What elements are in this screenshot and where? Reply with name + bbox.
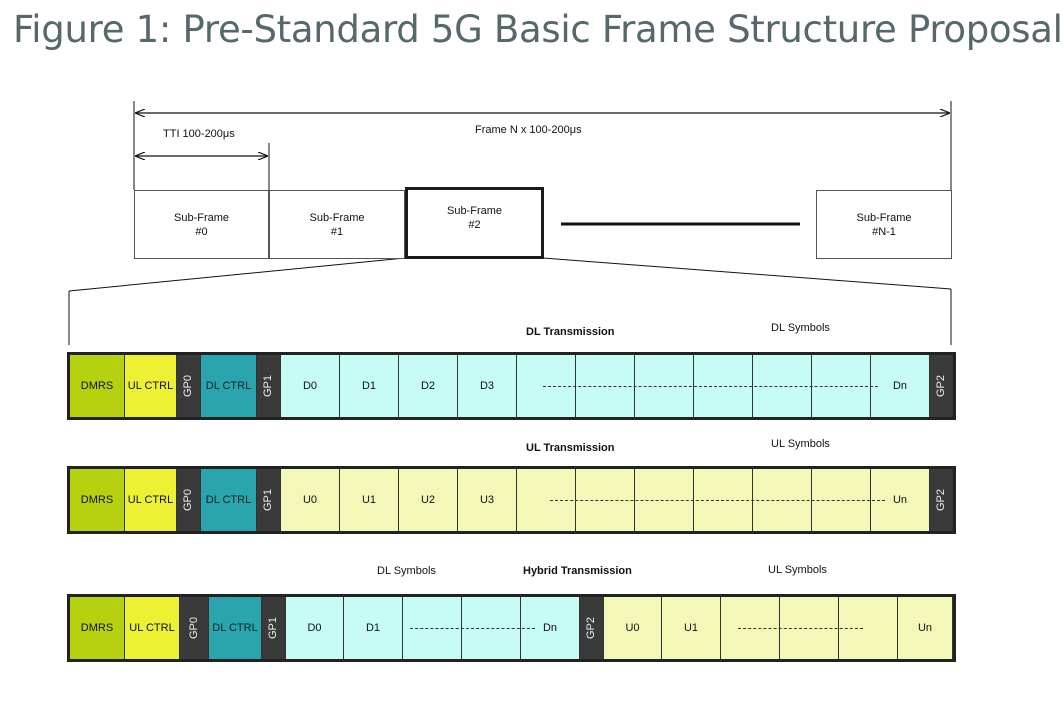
hybrid-ul-symbol-un: Un bbox=[898, 597, 953, 659]
hybrid-row-heading: Hybrid Transmission bbox=[523, 565, 632, 577]
ul-gp0-label: GP0 bbox=[182, 488, 195, 512]
subframe-0-title: Sub-Frame bbox=[173, 211, 230, 224]
ul-symbol-u3: U3 bbox=[458, 469, 517, 531]
ul-gp0-cell: GP0 bbox=[177, 469, 201, 531]
ul-gp2-cell: GP2 bbox=[930, 469, 953, 531]
ul-symbol-u2: U2 bbox=[399, 469, 458, 531]
zoom-line-left bbox=[68, 257, 406, 292]
ul-continuation-dash bbox=[550, 500, 885, 501]
dl-ul-ctrl-cell: UL CTRL bbox=[125, 355, 177, 417]
hybrid-ul-symbols-label: UL Symbols bbox=[768, 564, 827, 576]
figure-title: Figure 1: Pre-Standard 5G Basic Frame St… bbox=[13, 8, 1063, 51]
hybrid-ul-symbol-u1: U1 bbox=[662, 597, 721, 659]
subframe-1-title: Sub-Frame bbox=[309, 211, 365, 224]
ul-symbols-label: UL Symbols bbox=[771, 438, 830, 450]
dl-symbol-dn: Dn bbox=[871, 355, 930, 417]
hybrid-dl-symbols-label: DL Symbols bbox=[377, 565, 436, 577]
hybrid-gp1-label: GP1 bbox=[267, 616, 280, 640]
ul-ul-ctrl-cell: UL CTRL bbox=[125, 469, 177, 531]
subframe-1: Sub-Frame#1 bbox=[269, 190, 405, 259]
frame-dimension-lines bbox=[68, 101, 952, 345]
dl-dmrs-cell: DMRS bbox=[70, 355, 125, 417]
hybrid-gp0-cell: GP0 bbox=[180, 597, 209, 659]
subframe-n-1: Sub-Frame#N-1 bbox=[816, 190, 952, 259]
hybrid-ul-symbol-u0: U0 bbox=[604, 597, 662, 659]
hybrid-dl-continuation-dash bbox=[410, 628, 535, 629]
dl-gp2-label: GP2 bbox=[935, 374, 948, 398]
dl-gp0-cell: GP0 bbox=[177, 355, 201, 417]
hybrid-gp1-cell: GP1 bbox=[262, 597, 286, 659]
tti-label: TTI 100-200μs bbox=[163, 128, 235, 140]
subframe-n-1-title: Sub-Frame bbox=[856, 211, 912, 224]
hybrid-dl-symbol-d0: D0 bbox=[286, 597, 344, 659]
hybrid-dl-symbol-d1: D1 bbox=[344, 597, 403, 659]
dl-symbol-d2: D2 bbox=[399, 355, 458, 417]
hybrid-dl-ctrl-cell: DL CTRL bbox=[209, 597, 262, 659]
dl-dl-ctrl-cell: DL CTRL bbox=[201, 355, 257, 417]
hybrid-gp2-cell: GP2 bbox=[580, 597, 604, 659]
ul-symbol-u0: U0 bbox=[281, 469, 340, 531]
dl-symbols-label: DL Symbols bbox=[771, 322, 830, 334]
dl-row-heading: DL Transmission bbox=[526, 326, 615, 338]
dl-continuation-dash bbox=[543, 386, 878, 387]
hybrid-dmrs-cell: DMRS bbox=[70, 597, 125, 659]
subframe-n-1-index: #N-1 bbox=[872, 225, 896, 238]
subframe-0-index: #0 bbox=[195, 225, 208, 238]
subframe-1-index: #1 bbox=[330, 225, 344, 238]
dl-gp0-label: GP0 bbox=[182, 374, 195, 398]
hybrid-transmission-row: DMRS UL CTRL GP0 DL CTRL GP1 D0 D1 Dn GP… bbox=[67, 594, 956, 662]
ul-gp1-cell: GP1 bbox=[257, 469, 281, 531]
subframe-2-index: #2 bbox=[468, 219, 481, 231]
ul-dmrs-cell: DMRS bbox=[70, 469, 125, 531]
ul-gp1-label: GP1 bbox=[262, 488, 275, 512]
ul-gp2-label: GP2 bbox=[935, 488, 948, 512]
ul-transmission-row: DMRS UL CTRL GP0 DL CTRL GP1 U0 U1 U2 U3… bbox=[67, 466, 956, 534]
dl-symbol-d3: D3 bbox=[458, 355, 517, 417]
ul-symbol-u1: U1 bbox=[340, 469, 399, 531]
dl-symbol-d0: D0 bbox=[281, 355, 340, 417]
dl-gp1-cell: GP1 bbox=[257, 355, 281, 417]
subframe-0: Sub-Frame#0 bbox=[134, 190, 269, 259]
subframe-2-selected: Sub-Frame #2 bbox=[405, 187, 544, 259]
hybrid-gp2-label: GP2 bbox=[585, 616, 598, 640]
hybrid-gp0-label: GP0 bbox=[187, 616, 200, 640]
dl-gp2-cell: GP2 bbox=[930, 355, 953, 417]
subframe-2-title: Sub-Frame bbox=[446, 205, 503, 217]
dl-gp1-label: GP1 bbox=[262, 374, 275, 398]
dl-symbol-d1: D1 bbox=[340, 355, 399, 417]
ul-row-heading: UL Transmission bbox=[526, 442, 615, 454]
dl-transmission-row: DMRS UL CTRL GP0 DL CTRL GP1 D0 D1 D2 D3… bbox=[67, 352, 956, 420]
hybrid-ul-continuation-dash bbox=[738, 628, 863, 629]
frame-length-label: Frame N x 100-200μs bbox=[475, 124, 582, 136]
hybrid-ul-ctrl-cell: UL CTRL bbox=[125, 597, 180, 659]
ul-dl-ctrl-cell: DL CTRL bbox=[201, 469, 257, 531]
zoom-line-right bbox=[542, 257, 952, 290]
